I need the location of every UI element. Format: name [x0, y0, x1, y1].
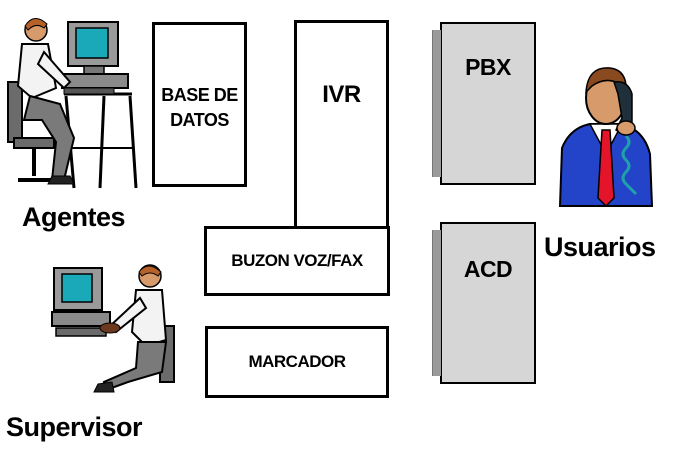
- agents-label: Agentes: [22, 202, 126, 232]
- acd-label: ACD: [463, 256, 513, 282]
- ivr-box: IVR: [294, 20, 389, 230]
- voicemail-fax-label: BUZON VOZ/FAX: [231, 251, 363, 270]
- pbx-label: PBX: [465, 54, 511, 80]
- agent-at-computer-icon: [7, 18, 138, 189]
- voicemail-fax-box: BUZON VOZ/FAX: [204, 226, 390, 296]
- pbx-box: PBX: [432, 22, 536, 185]
- supervisor-at-computer-icon: [51, 264, 175, 393]
- database-label-line1: BASE DE: [161, 85, 238, 105]
- users-label: Usuarios: [544, 232, 656, 262]
- dialer-label: MARCADOR: [248, 352, 346, 371]
- ivr-label: IVR: [322, 81, 361, 108]
- database-box: BASE DE DATOS: [152, 22, 247, 187]
- database-label-line2: DATOS: [170, 110, 229, 130]
- dialer-box: MARCADOR: [205, 326, 389, 398]
- person-on-phone-icon: [558, 67, 654, 208]
- acd-box: ACD: [432, 222, 536, 384]
- supervisor-label: Supervisor: [6, 412, 143, 442]
